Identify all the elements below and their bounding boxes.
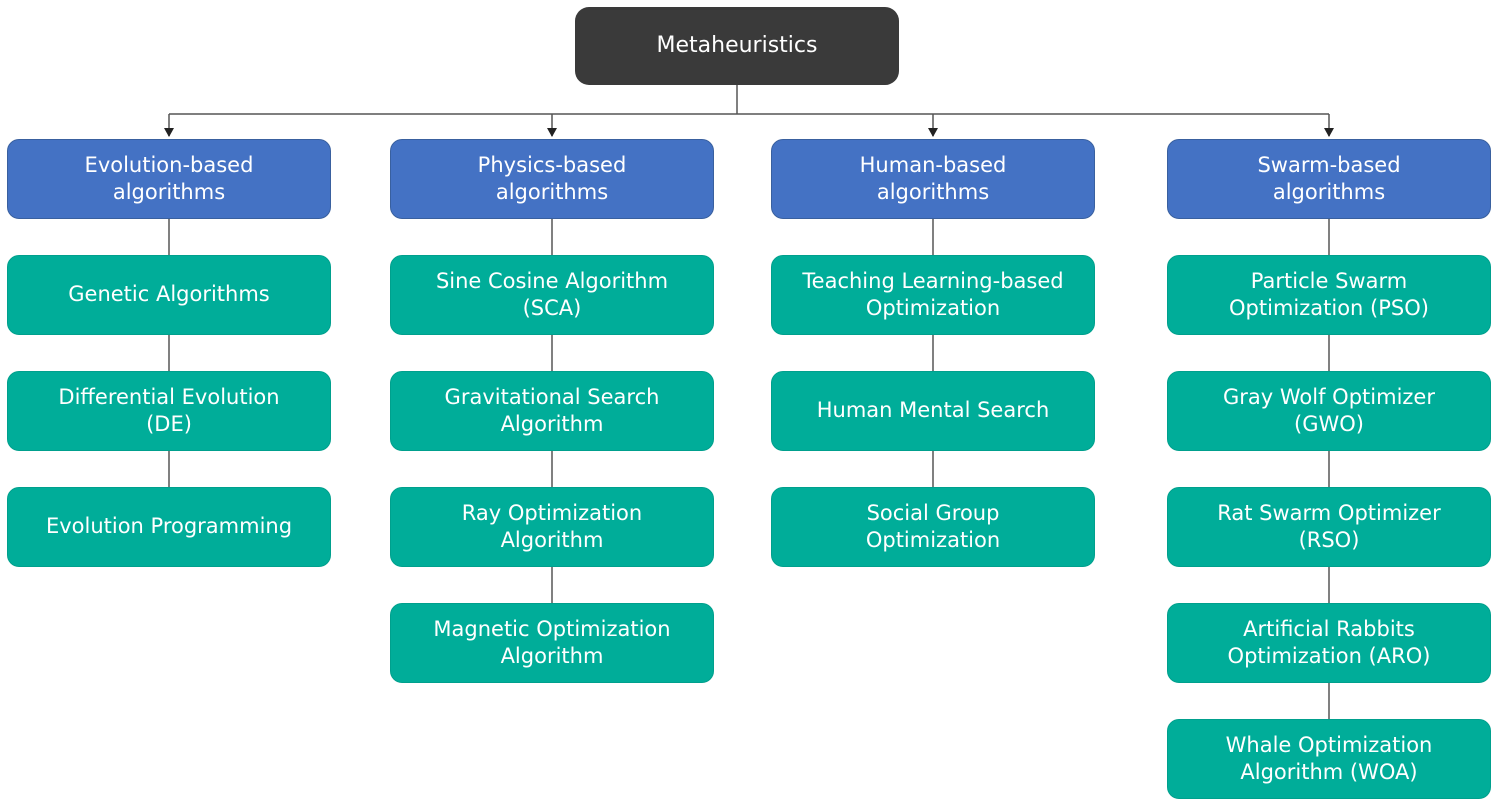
algorithm-node: Teaching Learning-based Optimization xyxy=(771,255,1095,335)
algorithm-node: Magnetic Optimization Algorithm xyxy=(390,603,714,683)
algorithm-label: Gray Wolf Optimizer (GWO) xyxy=(1223,384,1435,436)
algorithm-node: Artificial Rabbits Optimization (ARO) xyxy=(1167,603,1491,683)
algorithm-label: Differential Evolution (DE) xyxy=(58,384,280,436)
algorithm-label: Magnetic Optimization Algorithm xyxy=(433,616,671,668)
algorithm-label: Sine Cosine Algorithm (SCA) xyxy=(435,268,669,320)
algorithm-label: Genetic Algorithms xyxy=(68,282,270,307)
category-evolution-based: Evolution-based algorithms xyxy=(7,139,331,219)
category-label: Physics-based algorithms xyxy=(477,152,627,204)
algorithm-node: Sine Cosine Algorithm (SCA) xyxy=(390,255,714,335)
algorithm-label: Social Group Optimization xyxy=(865,500,1001,552)
category-label: Evolution-based algorithms xyxy=(84,152,254,204)
algorithm-label: Human Mental Search xyxy=(816,398,1050,423)
algorithm-label: Artificial Rabbits Optimization (ARO) xyxy=(1227,616,1431,668)
category-swarm-based: Swarm-based algorithms xyxy=(1167,139,1491,219)
algorithm-label: Gravitational Search Algorithm xyxy=(444,384,660,436)
category-physics-based: Physics-based algorithms xyxy=(390,139,714,219)
category-human-based: Human-based algorithms xyxy=(771,139,1095,219)
algorithm-node: Gray Wolf Optimizer (GWO) xyxy=(1167,371,1491,451)
root-node: Metaheuristics xyxy=(575,7,899,85)
algorithm-node: Rat Swarm Optimizer (RSO) xyxy=(1167,487,1491,567)
algorithm-label: Evolution Programming xyxy=(45,514,293,539)
root-label: Metaheuristics xyxy=(656,32,818,58)
algorithm-label: Particle Swarm Optimization (PSO) xyxy=(1229,268,1429,320)
algorithm-node: Whale Optimization Algorithm (WOA) xyxy=(1167,719,1491,799)
algorithm-node: Ray Optimization Algorithm xyxy=(390,487,714,567)
category-label: Human-based algorithms xyxy=(859,152,1007,204)
algorithm-node: Social Group Optimization xyxy=(771,487,1095,567)
algorithm-node: Gravitational Search Algorithm xyxy=(390,371,714,451)
algorithm-node: Differential Evolution (DE) xyxy=(7,371,331,451)
category-label: Swarm-based algorithms xyxy=(1257,152,1401,204)
algorithm-node: Human Mental Search xyxy=(771,371,1095,451)
algorithm-label: Whale Optimization Algorithm (WOA) xyxy=(1225,732,1433,784)
algorithm-label: Ray Optimization Algorithm xyxy=(461,500,643,552)
algorithm-label: Teaching Learning-based Optimization xyxy=(802,268,1064,320)
algorithm-node: Particle Swarm Optimization (PSO) xyxy=(1167,255,1491,335)
algorithm-node: Genetic Algorithms xyxy=(7,255,331,335)
algorithm-node: Evolution Programming xyxy=(7,487,331,567)
algorithm-label: Rat Swarm Optimizer (RSO) xyxy=(1217,500,1441,552)
